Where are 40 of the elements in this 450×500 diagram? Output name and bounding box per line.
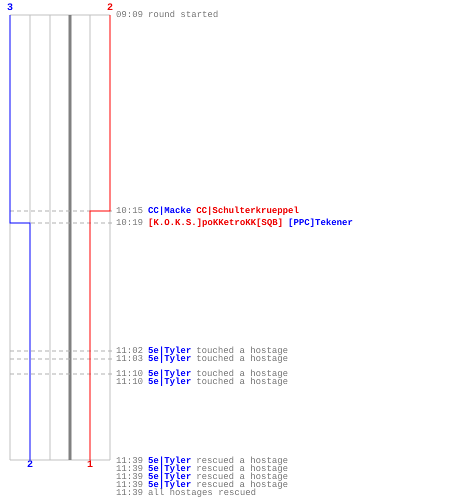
timestamp: 11:10 — [116, 370, 144, 378]
team-path-line — [90, 14, 110, 460]
player-name: 5e|Tyler — [148, 347, 192, 355]
player-name: 5e|Tyler — [148, 378, 192, 386]
timestamp: 10:19 — [116, 219, 144, 227]
event-text: touched a hostage — [196, 370, 288, 378]
timestamp: 11:39 — [116, 457, 144, 465]
event-text: rescued a hostage — [196, 457, 288, 465]
event-text: touched a hostage — [196, 355, 288, 363]
timestamp: 11:02 — [116, 347, 144, 355]
timestamp: 09:09 — [116, 11, 144, 19]
event-text: touched a hostage — [196, 378, 288, 386]
team-path-line — [10, 14, 30, 460]
event-text: rescued a hostage — [196, 465, 288, 473]
team-number: 2 — [25, 461, 35, 471]
team-number: 1 — [85, 461, 95, 471]
timestamp: 11:03 — [116, 355, 144, 363]
player-name: [K.O.K.S.]poKKetroKK[SQB] — [148, 219, 284, 227]
event-text: all hostages rescued — [148, 489, 256, 497]
event-text: rescued a hostage — [196, 473, 288, 481]
event-text: round started — [148, 11, 218, 19]
player-name: CC|Macke — [148, 207, 192, 215]
timestamp: 10:15 — [116, 207, 144, 215]
team-number: 2 — [105, 4, 115, 14]
player-name: 5e|Tyler — [148, 481, 192, 489]
player-name: 5e|Tyler — [148, 465, 192, 473]
player-name: [PPC]Tekener — [288, 219, 353, 227]
event-text: touched a hostage — [196, 347, 288, 355]
timestamp: 11:39 — [116, 481, 144, 489]
timestamp: 11:10 — [116, 378, 144, 386]
player-name: 5e|Tyler — [148, 457, 192, 465]
player-name: 5e|Tyler — [148, 355, 192, 363]
timestamp: 11:39 — [116, 465, 144, 473]
event-text: rescued a hostage — [196, 481, 288, 489]
player-name: 5e|Tyler — [148, 370, 192, 378]
timestamp: 11:39 — [116, 489, 144, 497]
team-number: 3 — [5, 4, 15, 14]
player-name: CC|Schulterkrueppel — [196, 207, 299, 215]
timestamp: 11:39 — [116, 473, 144, 481]
player-name: 5e|Tyler — [148, 473, 192, 481]
